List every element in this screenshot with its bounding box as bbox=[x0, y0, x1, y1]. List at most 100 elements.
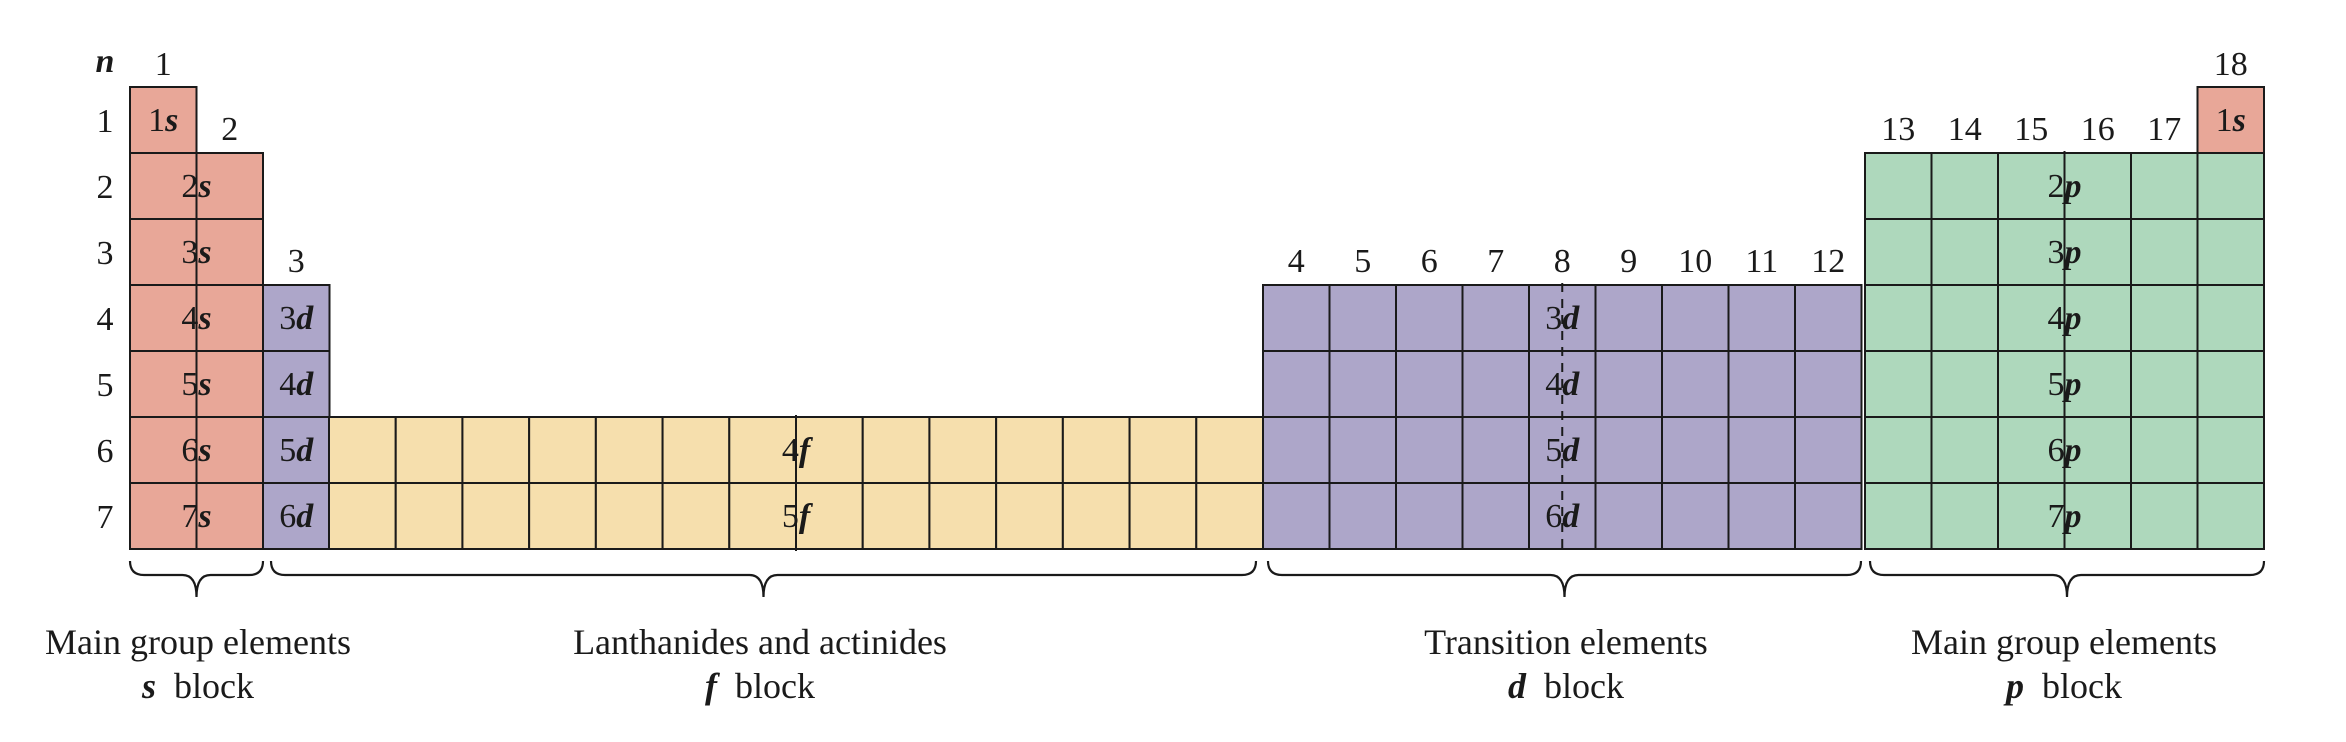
s-block-cell bbox=[129, 416, 198, 484]
d-block-cell bbox=[1594, 284, 1663, 352]
period-number: 6 bbox=[97, 433, 114, 470]
f-block-cell bbox=[928, 482, 998, 550]
d-block-cell bbox=[262, 284, 331, 352]
group-number: 11 bbox=[1745, 243, 1778, 280]
s-subshell-label: 2s bbox=[181, 168, 211, 205]
group-number: 14 bbox=[1948, 111, 1982, 148]
p-subshell-label: 2p bbox=[2048, 168, 2082, 205]
p-block-cell bbox=[1864, 350, 1933, 418]
p-block-cell bbox=[1930, 218, 1999, 286]
p-subshell-label: 6p bbox=[2048, 432, 2082, 469]
p-block-cell bbox=[1864, 482, 1933, 550]
p-subshell-label: 5p bbox=[2048, 366, 2082, 403]
p-block-cell bbox=[2063, 218, 2132, 286]
d-block-cell bbox=[1395, 416, 1464, 484]
p-subshell-label: 4p bbox=[2048, 300, 2082, 337]
d-block-cell bbox=[1395, 350, 1464, 418]
p-subshell-label: 3p bbox=[2048, 234, 2082, 271]
p-block-cell bbox=[1930, 350, 1999, 418]
d-block-cell bbox=[1794, 350, 1863, 418]
block-caption-title: Main group elements bbox=[45, 622, 351, 662]
p-block-cell bbox=[2130, 284, 2199, 352]
d-subshell-label: 3d bbox=[1545, 300, 1580, 337]
f-block-cell bbox=[661, 416, 731, 484]
d-subshell-label: 3d bbox=[279, 300, 314, 337]
p-block-cell bbox=[1864, 416, 1933, 484]
d-block-cell bbox=[1461, 482, 1530, 550]
d-block-cell bbox=[1661, 416, 1730, 484]
f-block-cell bbox=[995, 482, 1064, 550]
d-block-cell bbox=[1727, 350, 1796, 418]
d-subshell-label: 5d bbox=[1545, 432, 1580, 469]
p-block-cell bbox=[1930, 152, 1999, 220]
d-block-cell bbox=[1328, 482, 1397, 550]
d-block-cell bbox=[1794, 482, 1863, 550]
d-block-cell bbox=[262, 416, 331, 484]
d-block-cell bbox=[1328, 284, 1397, 352]
f-block-cell bbox=[594, 416, 664, 484]
block-caption-subtitle: p block bbox=[2003, 666, 2122, 706]
d-block-cell bbox=[1262, 284, 1331, 352]
block-caption-subtitle: f block bbox=[705, 666, 815, 706]
p-block-cell bbox=[2196, 152, 2265, 220]
d-subshell-label: 5d bbox=[279, 432, 314, 469]
group-number: 10 bbox=[1678, 243, 1712, 280]
group-number: 1 bbox=[155, 46, 172, 83]
f-subshell-label: 4f bbox=[782, 432, 814, 469]
d-block-brace bbox=[1266, 560, 1863, 598]
s-subshell-label: 7s bbox=[181, 498, 211, 535]
f-block-cell bbox=[728, 482, 797, 550]
group-number: 9 bbox=[1620, 243, 1637, 280]
period-number: 5 bbox=[97, 367, 114, 404]
p-block-brace bbox=[1868, 560, 2266, 598]
d-block-cell bbox=[1395, 482, 1464, 550]
group-number: 5 bbox=[1354, 243, 1371, 280]
p-block-cell bbox=[2063, 482, 2132, 550]
d-block-cell bbox=[1727, 482, 1796, 550]
f-block-cell bbox=[1061, 482, 1131, 550]
group-number: 18 bbox=[2214, 46, 2248, 83]
f-block-cell bbox=[1128, 416, 1198, 484]
d-block-cell bbox=[1594, 482, 1663, 550]
p-block-cell bbox=[2130, 350, 2199, 418]
f-block-cell bbox=[328, 416, 397, 484]
group-number: 7 bbox=[1487, 243, 1504, 280]
f-block-cell bbox=[528, 482, 597, 550]
d-block-cell bbox=[1661, 482, 1730, 550]
period-number: 4 bbox=[97, 301, 114, 338]
block-caption-title: Transition elements bbox=[1424, 622, 1708, 662]
group-number: 4 bbox=[1288, 243, 1305, 280]
f-block-cell bbox=[461, 482, 531, 550]
group-number: 15 bbox=[2014, 111, 2048, 148]
s-block-cell bbox=[129, 86, 198, 154]
p-block-cell bbox=[2196, 482, 2265, 550]
d-block-cell bbox=[1594, 416, 1663, 484]
d-block-cell bbox=[1461, 416, 1530, 484]
p-block-cell bbox=[1864, 284, 1933, 352]
group-number: 3 bbox=[288, 243, 305, 280]
f-block-cell bbox=[461, 416, 531, 484]
s-subshell-label: 3s bbox=[181, 234, 211, 271]
d-subshell-label: 4d bbox=[279, 366, 314, 403]
group-number: 8 bbox=[1554, 243, 1571, 280]
d-subshell-label: 6d bbox=[279, 498, 314, 535]
labels-layer: 1s2s3s4s5s6s7s3d4d5d6d4f5f3d4d5d6d1s2p3p… bbox=[45, 43, 2248, 706]
p-block-cell bbox=[1864, 152, 1933, 220]
p-block-cell bbox=[2130, 482, 2199, 550]
period-number: 7 bbox=[97, 499, 114, 536]
cells-layer bbox=[129, 86, 2265, 550]
d-subshell-label: 6d bbox=[1545, 498, 1580, 535]
p-block-cell bbox=[2196, 218, 2265, 286]
p-block-cell bbox=[2130, 218, 2199, 286]
block-caption-subtitle: s block bbox=[141, 666, 254, 706]
period-number: 1 bbox=[97, 103, 114, 140]
p-block-cell bbox=[2130, 416, 2199, 484]
d-block-cell bbox=[1461, 284, 1530, 352]
d-block-cell bbox=[1794, 284, 1863, 352]
block-caption-title: Main group elements bbox=[1911, 622, 2217, 662]
group-number: 17 bbox=[2147, 111, 2181, 148]
s-block-cell bbox=[129, 152, 198, 220]
d-block-cell bbox=[1727, 416, 1796, 484]
d-block-cell bbox=[262, 482, 331, 550]
